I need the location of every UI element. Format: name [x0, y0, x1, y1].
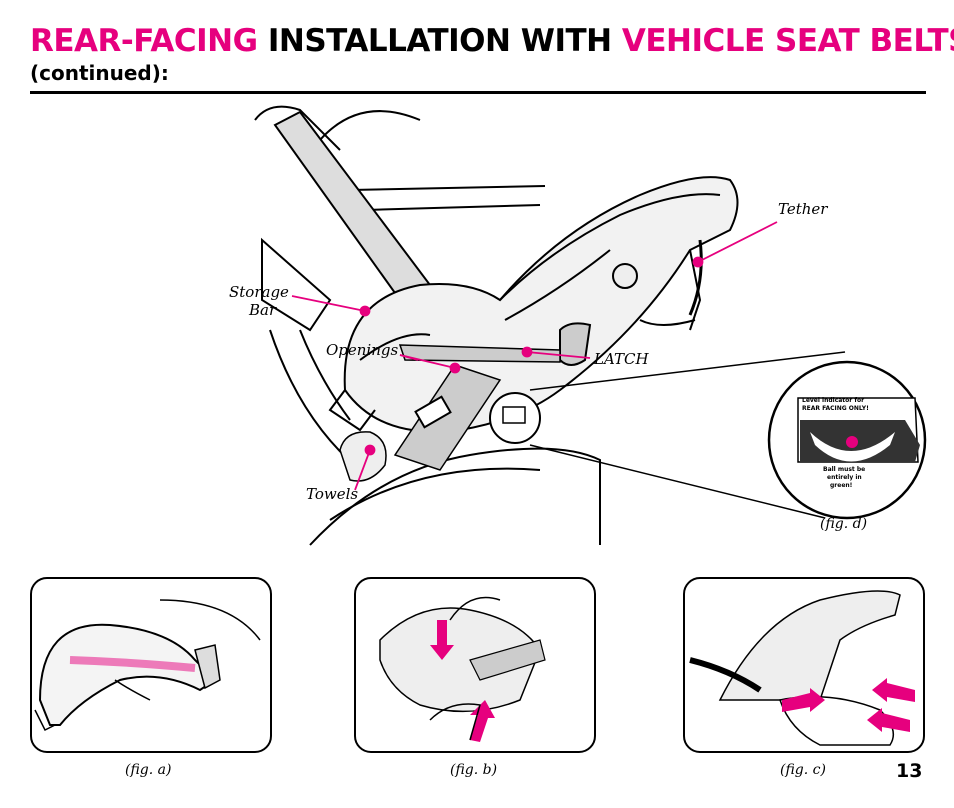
page-title: REAR-FACING INSTALLATION WITH VEHICLE SE… — [30, 26, 954, 57]
indicator-bottom-line2: entirely in — [827, 474, 862, 481]
label-bar: Bar — [249, 301, 277, 319]
header-rule — [30, 91, 926, 94]
caption-fig-d: (fig. d) — [820, 516, 868, 532]
caption-fig-b: (fig. b) — [450, 762, 498, 778]
fig-a-illustration — [30, 577, 272, 753]
label-storage: Storage — [229, 283, 289, 301]
towels-drawing — [339, 431, 387, 482]
title-vehicle-seat-belts: VEHICLE SEAT BELTS — [621, 23, 954, 59]
lap-belt-drawing — [393, 344, 561, 471]
level-indicator-detail: Level indicator for REAR FACING ONLY! Ba… — [767, 360, 927, 520]
vehicle-seat-drawing — [254, 105, 601, 546]
indicator-top-line1: Level indicator for — [802, 397, 864, 404]
indicator-bottom-line3: green! — [830, 482, 852, 489]
tether-strap-drawing — [688, 239, 703, 316]
page-subtitle: (continued): — [30, 61, 169, 85]
title-installation-with: INSTALLATION WITH — [257, 23, 622, 59]
caption-fig-c: (fig. c) — [780, 762, 826, 778]
car-seat-shell-drawing — [328, 176, 739, 433]
label-tether: Tether — [778, 200, 828, 218]
title-rear-facing: REAR-FACING — [30, 23, 258, 59]
page-number: 13 — [896, 760, 923, 782]
callout-lines — [291, 221, 778, 491]
indicator-bottom-line1: Ball must be — [823, 466, 865, 473]
indicator-top-line2: REAR FACING ONLY! — [802, 405, 869, 412]
fig-b-illustration — [354, 577, 596, 753]
fig-c-illustration — [683, 577, 925, 753]
label-latch: LATCH — [594, 350, 649, 368]
label-towels: Towels — [306, 485, 359, 503]
caption-fig-a: (fig. a) — [125, 762, 172, 778]
label-openings: Openings — [326, 341, 399, 359]
